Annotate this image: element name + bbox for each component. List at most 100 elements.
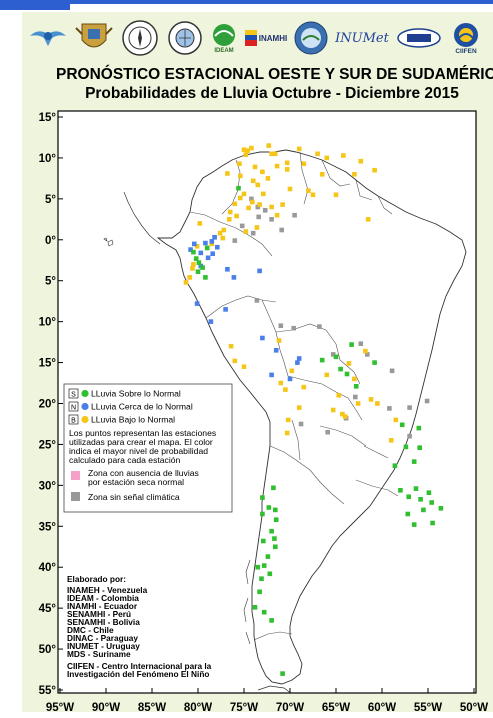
- blue-station-marker: [257, 268, 262, 274]
- yellow-station-marker: [276, 338, 282, 343]
- lat-tick-label: 10°: [39, 317, 57, 329]
- top-accent-bar: [0, 0, 493, 4]
- yellow-station-marker: [352, 376, 357, 382]
- gray-station-marker: [262, 208, 268, 213]
- lat-tick-label: 50°: [39, 644, 57, 656]
- green-station-marker: [271, 485, 276, 491]
- logo-strip: IDEAM INAMHI INUMet CIIFEN: [28, 16, 488, 60]
- yellow-station-marker: [269, 204, 274, 210]
- lat-tick-label: 25°: [39, 439, 57, 451]
- yellow-station-marker: [273, 151, 278, 157]
- blue-station-marker: [194, 301, 200, 306]
- gray-station-marker: [255, 204, 261, 210]
- lon-tick-label: 75°W: [230, 702, 258, 714]
- no-signal-zone-label: Zona sin señal climática: [88, 492, 180, 502]
- yellow-station-marker: [252, 164, 258, 170]
- green-station-marker: [269, 528, 274, 534]
- yellow-station-marker: [333, 192, 339, 198]
- yellow-station-marker: [221, 227, 227, 233]
- yellow-station-marker: [187, 275, 192, 280]
- gray-station-marker: [365, 352, 370, 357]
- yellow-station-marker: [280, 202, 285, 207]
- green-station-marker: [411, 459, 417, 464]
- svg-text:LLuvia Sobre lo Normal: LLuvia Sobre lo Normal: [91, 389, 181, 399]
- green-station-marker: [399, 422, 405, 428]
- blue-station-marker: [208, 319, 214, 324]
- yellow-station-marker: [274, 163, 280, 169]
- yellow-station-marker: [284, 160, 290, 166]
- green-station-marker: [372, 360, 377, 365]
- winged-emblem-icon: [28, 16, 68, 60]
- green-station-marker: [191, 249, 196, 255]
- yellow-station-marker: [341, 153, 346, 158]
- yellow-station-marker: [287, 186, 293, 192]
- yellow-station-marker: [255, 182, 261, 188]
- yellow-station-marker: [284, 430, 290, 436]
- gray-station-marker: [249, 196, 254, 202]
- svg-text:LLuvia Cerca de lo Normal: LLuvia Cerca de lo Normal: [91, 402, 193, 412]
- gray-station-marker: [387, 406, 392, 411]
- credit-footer-2: Investigación del Fenómeno El Niño: [67, 669, 209, 679]
- yellow-station-marker: [365, 217, 371, 222]
- blue-station-marker: [205, 255, 211, 261]
- credit-line: DINAC - Paraguay: [67, 633, 138, 643]
- lon-tick-label: 50°W: [460, 702, 488, 714]
- gray-station-marker: [317, 324, 322, 329]
- blue-station-marker: [212, 235, 217, 240]
- latitude-ticks: 15°10°5°0°5°10°15°20°25°30°35°40°45°50°5…: [39, 112, 63, 697]
- credit-line: INAMHI - Ecuador: [67, 601, 138, 611]
- green-station-marker: [273, 544, 278, 550]
- green-station-marker: [392, 463, 398, 468]
- legend-note-3: indica el mayor nivel de probabilidad: [69, 446, 208, 456]
- round-seal-2-icon: [292, 16, 330, 60]
- credit-footer-1: CIIFEN - Centro Internacional para la: [67, 661, 212, 671]
- green-station-marker: [438, 506, 444, 511]
- green-station-marker: [429, 500, 434, 505]
- yellow-station-marker: [190, 266, 195, 271]
- yellow-station-marker: [324, 155, 330, 161]
- yellow-station-marker: [241, 364, 247, 369]
- yellow-station-marker: [191, 262, 196, 267]
- yellow-station-marker: [209, 241, 215, 247]
- green-station-marker: [261, 538, 266, 544]
- dry-zone-label-2: por estación seca normal: [88, 477, 184, 487]
- inameh-logo-icon: [396, 16, 442, 60]
- gray-station-marker: [256, 214, 261, 220]
- svg-text:N: N: [71, 405, 76, 412]
- map-title: PRONÓSTICO ESTACIONAL OESTE Y SUR DE SUD…: [56, 66, 493, 83]
- gray-station-marker: [239, 223, 245, 229]
- green-station-marker: [261, 609, 267, 615]
- blue-station-marker: [225, 267, 230, 272]
- inumet-logo-icon: INUMet: [335, 30, 389, 46]
- blue-station-marker: [188, 247, 193, 252]
- yellow-station-marker: [346, 361, 352, 366]
- yellow-station-marker: [227, 217, 232, 222]
- green-station-marker: [421, 507, 426, 513]
- gray-station-marker: [325, 429, 330, 435]
- yellow-station-marker: [249, 145, 254, 151]
- inamhi-logo-icon: INAMHI: [244, 16, 288, 60]
- yellow-station-marker: [296, 405, 302, 410]
- yellow-station-marker: [269, 151, 274, 157]
- green-station-marker: [193, 256, 199, 261]
- blue-station-marker: [210, 251, 215, 256]
- yellow-station-marker: [310, 192, 316, 198]
- yellow-station-marker: [301, 384, 307, 390]
- lat-tick-label: 20°: [39, 399, 57, 411]
- yellow-station-marker: [257, 202, 262, 207]
- yellow-station-marker: [227, 209, 233, 215]
- green-station-marker: [426, 490, 432, 495]
- green-station-marker: [272, 536, 277, 541]
- lat-tick-label: 40°: [39, 562, 57, 574]
- blue-station-marker: [203, 240, 208, 246]
- gray-station-marker: [232, 238, 238, 243]
- yellow-station-marker: [232, 201, 238, 207]
- yellow-station-marker: [237, 161, 242, 166]
- top-accent-tab: [0, 4, 70, 10]
- green-station-marker: [236, 185, 241, 191]
- gray-station-marker: [254, 298, 260, 303]
- blue-station-marker: [192, 241, 197, 247]
- yellow-station-marker: [368, 397, 374, 402]
- green-station-marker: [260, 495, 265, 500]
